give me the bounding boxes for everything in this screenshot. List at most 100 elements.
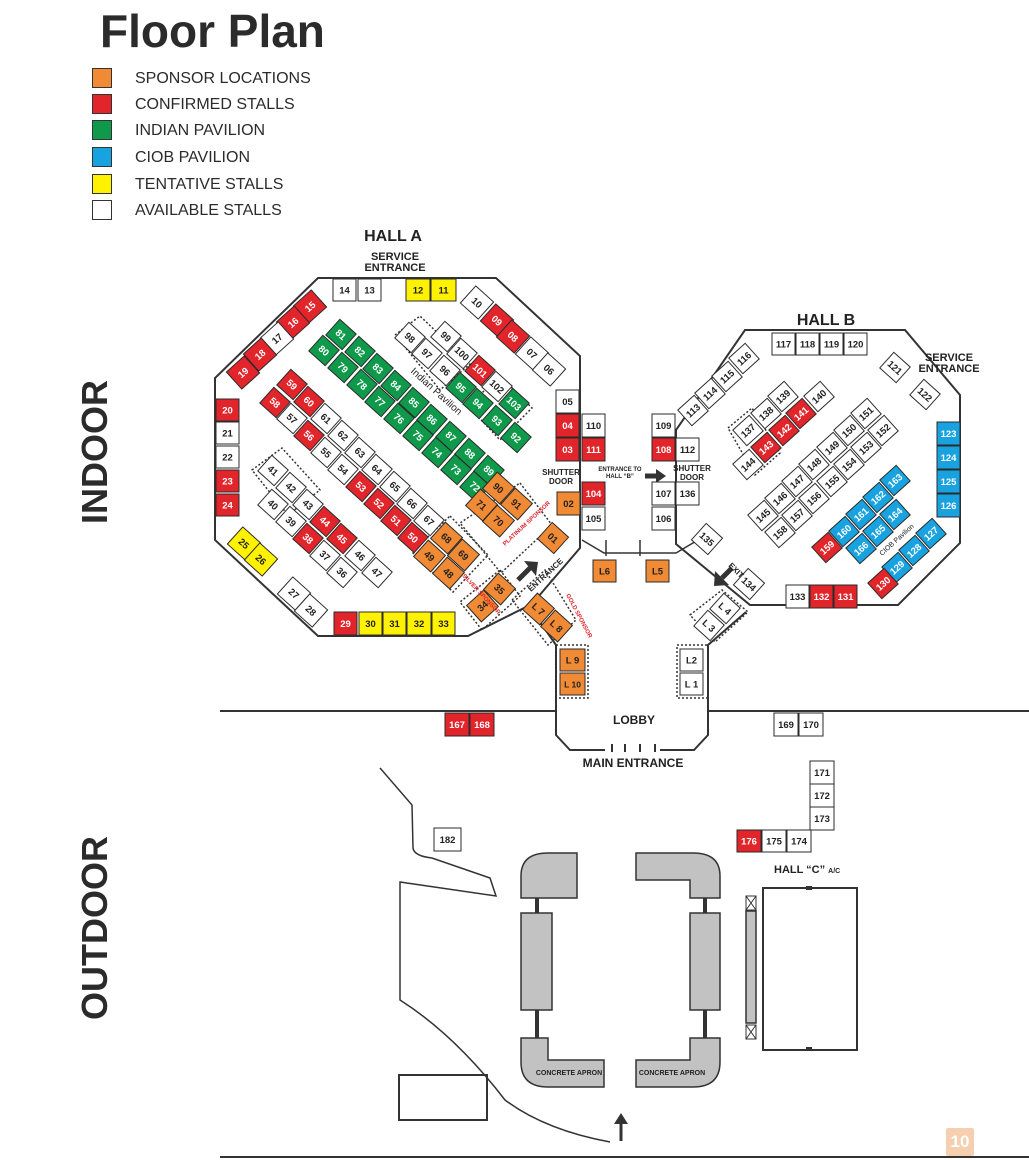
- stall: 86: [416, 403, 448, 436]
- stall-number: 136: [680, 489, 696, 500]
- stall-box: [382, 611, 407, 636]
- stall: 74: [421, 436, 453, 469]
- stall-box: [555, 389, 580, 414]
- stall: 159: [811, 531, 843, 564]
- stall: 71: [464, 488, 499, 522]
- stall: 73: [440, 453, 472, 486]
- stall: 65: [379, 470, 411, 503]
- stall: L 4: [709, 592, 741, 625]
- apron-top-left: [520, 852, 578, 899]
- stall-box: [867, 414, 899, 447]
- stall-number: 13: [364, 286, 375, 297]
- stall-number: 108: [656, 445, 672, 456]
- legend-item: CONFIRMED STALLS: [92, 94, 352, 116]
- stall-box: [677, 394, 709, 427]
- stall-box: [380, 504, 412, 537]
- shutter-door-right: DOOR: [680, 473, 704, 482]
- stall-box: [850, 431, 882, 464]
- stall: 62: [327, 419, 359, 452]
- stall: 96: [429, 354, 461, 387]
- stall: 12: [405, 278, 431, 302]
- stall-number: 182: [440, 835, 456, 846]
- concrete-apron-right: CONCRETE APRON: [639, 1070, 705, 1077]
- stall: 87: [435, 420, 467, 453]
- legend-label: AVAILABLE STALLS: [135, 202, 282, 219]
- lobby-wall-right: [660, 611, 747, 751]
- stall-box: [499, 487, 534, 521]
- stall: 49: [412, 539, 447, 573]
- stall-number: L 1: [685, 680, 699, 691]
- stall-box: [936, 445, 961, 470]
- apron-side-right: [689, 912, 721, 1011]
- stall-box: [225, 355, 261, 390]
- stall: 95: [445, 371, 477, 404]
- stall-number: L6: [599, 567, 610, 578]
- hall-a-outline: [214, 277, 581, 637]
- stall-box: [809, 806, 835, 831]
- hall-c-ac: A/C: [828, 868, 840, 875]
- stall-box: [843, 332, 868, 356]
- stall-number: 11: [438, 286, 449, 297]
- stall-box: [645, 559, 670, 583]
- stall-box: [850, 397, 882, 430]
- stall-box: [481, 404, 513, 437]
- stall-box: [736, 829, 762, 853]
- stall: 110: [581, 413, 606, 438]
- stall: 165: [862, 515, 894, 548]
- stall: 139: [767, 380, 799, 413]
- stall: 130: [867, 567, 899, 600]
- stall-box: [242, 337, 278, 372]
- stall-box: [292, 522, 324, 555]
- stall-number: 109: [656, 421, 672, 432]
- stall-number: L5: [652, 567, 664, 578]
- stall: 128: [898, 534, 930, 567]
- stall-box: [310, 402, 342, 435]
- hall-c-name: HALL “C”: [774, 864, 825, 876]
- stall-number: L 10: [564, 680, 581, 690]
- stall: 50: [397, 521, 429, 554]
- stall-box: [773, 712, 799, 737]
- stall-box: [909, 378, 941, 411]
- stall-box: [308, 334, 340, 367]
- stall: 41: [257, 454, 289, 487]
- stall: 13: [357, 278, 382, 302]
- stall: 100: [446, 337, 478, 370]
- main-entrance-label: MAIN ENTRANCE: [583, 756, 684, 770]
- stall-box: [361, 556, 393, 589]
- stall: L2: [679, 648, 704, 672]
- outdoor-path: [379, 767, 611, 1143]
- stall: 53: [345, 470, 377, 503]
- stall: 59: [276, 368, 308, 401]
- hall-b-outline: [675, 329, 961, 606]
- stall-number: 12: [413, 286, 424, 297]
- zone-label-indoor: INDOOR: [74, 380, 115, 524]
- stall-box: [845, 532, 877, 565]
- lobby-label: LOBBY: [613, 713, 655, 727]
- stall-box: [462, 387, 494, 420]
- stall-box: [215, 469, 240, 493]
- stall-box: [539, 609, 574, 643]
- stall-box: [898, 534, 930, 567]
- stall: 102: [481, 370, 513, 403]
- stall-box: [326, 522, 358, 555]
- stall-number: 172: [814, 791, 830, 802]
- stall-box: [257, 454, 289, 487]
- stall: 31: [382, 611, 407, 636]
- stall: 157: [781, 499, 813, 532]
- stall-box: [345, 470, 377, 503]
- stall: 126: [936, 493, 961, 518]
- stall: 70: [481, 504, 516, 538]
- stall: 10: [459, 285, 495, 320]
- stall-box: [767, 380, 799, 413]
- stall: 135: [690, 522, 724, 556]
- stall: 164: [879, 498, 911, 531]
- stall: 01: [536, 521, 570, 555]
- stall-box: [786, 829, 812, 853]
- stall: 44: [309, 505, 341, 538]
- stall: 117: [771, 332, 796, 356]
- stall-box: [327, 453, 359, 486]
- stall-box: [379, 470, 411, 503]
- stall-box: [828, 515, 860, 548]
- stall-box: [500, 421, 532, 454]
- stall-box: [363, 487, 395, 520]
